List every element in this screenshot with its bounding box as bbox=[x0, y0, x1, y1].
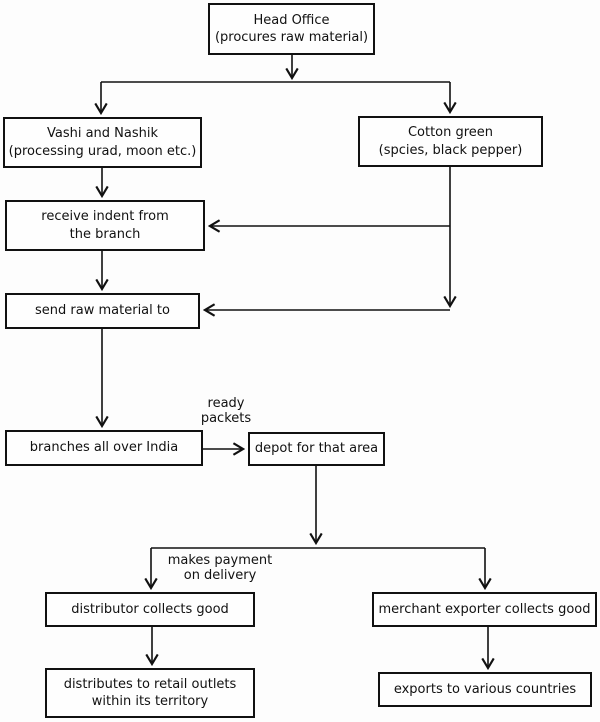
node-text: (procures raw material) bbox=[214, 30, 369, 45]
node-text: exports to various countries bbox=[393, 681, 577, 697]
edge-label-text: on delivery bbox=[183, 568, 257, 584]
node-merchant-exporter: merchant exporter collects good bbox=[372, 592, 597, 627]
node-text: Cotton green bbox=[407, 125, 494, 141]
node-text: within its territory bbox=[91, 694, 209, 709]
node-exports: exports to various countries bbox=[378, 672, 592, 707]
node-head-office: Head Office (procures raw material) bbox=[208, 3, 375, 55]
edge-label-text: ready bbox=[207, 396, 245, 411]
edge-label-makes-payment: makes payment on delivery bbox=[162, 553, 278, 584]
node-depot: depot for that area bbox=[248, 432, 385, 466]
node-text: depot for that area bbox=[254, 441, 379, 457]
node-vashi-nashik: Vashi and Nashik (processing urad, moon … bbox=[3, 117, 202, 168]
node-retail-outlets: distributes to retail outlets within its… bbox=[45, 668, 255, 718]
edge-label-text: makes payment bbox=[167, 553, 273, 568]
node-text: Vashi and Nashik bbox=[46, 126, 159, 142]
node-text: the branch bbox=[69, 226, 141, 242]
node-text: distributes to retail outlets bbox=[63, 676, 237, 692]
node-branches-india: branches all over India bbox=[5, 430, 203, 466]
node-text: (spcies, black pepper) bbox=[378, 142, 523, 158]
node-text: send raw material to bbox=[35, 303, 170, 319]
node-distributor: distributor collects good bbox=[45, 592, 255, 627]
node-text: branches all over India bbox=[29, 440, 179, 456]
edge-label-ready-packets: ready packets bbox=[196, 396, 256, 427]
node-text: distributor collects good bbox=[71, 601, 229, 617]
node-text: merchant exporter collects good bbox=[378, 601, 591, 617]
node-text: receive indent from bbox=[41, 209, 169, 225]
node-send-raw-material: send raw material to bbox=[5, 293, 200, 329]
node-text: (processing urad, moon etc.) bbox=[8, 143, 197, 159]
node-receive-indent: receive indent from the branch bbox=[5, 200, 205, 251]
edge-label-text: packets bbox=[200, 411, 252, 427]
node-cotton-green: Cotton green (spcies, black pepper) bbox=[358, 116, 543, 167]
node-text: Head Office bbox=[253, 12, 330, 28]
